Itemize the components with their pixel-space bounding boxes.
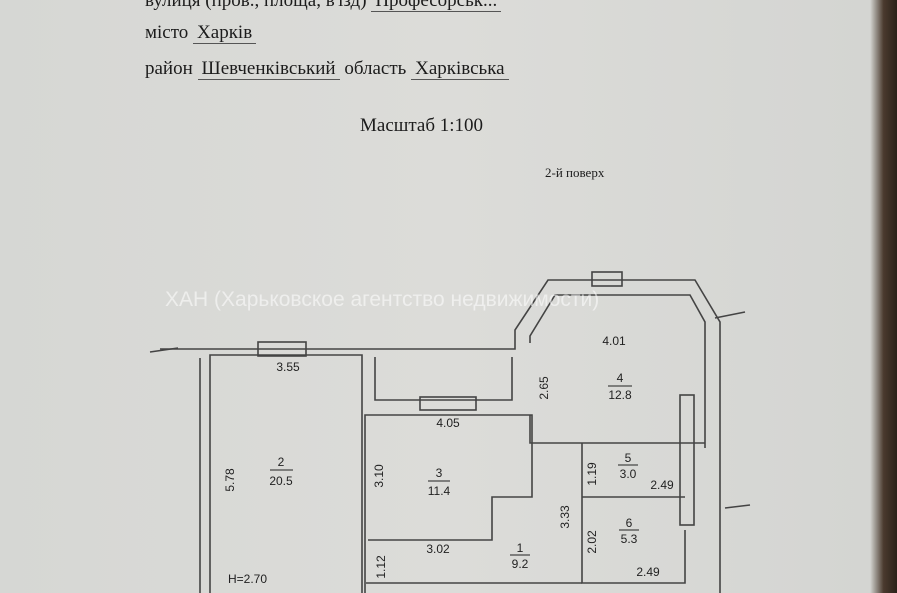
- region-value: Харківська: [411, 58, 509, 80]
- dim-r1-width: 3.02: [426, 542, 450, 556]
- dim-r1-small: 1.12: [374, 555, 388, 579]
- city-label: місто: [145, 22, 189, 43]
- room-4-area: 12.8: [608, 388, 632, 402]
- dim-r6-width: 2.49: [636, 565, 660, 579]
- floor-label: 2-й поверх: [545, 165, 605, 180]
- dim-r2-length: 5.78: [223, 468, 237, 492]
- room-5-area: 3.0: [620, 467, 637, 481]
- room-1-number: 1: [517, 541, 524, 555]
- street-label: вулиця (пров., площа, в'їзд): [145, 0, 367, 11]
- street-value: Професорськ...: [371, 0, 502, 12]
- dim-r3-length: 3.10: [372, 464, 386, 488]
- dim-r5-length: 1.19: [585, 462, 599, 486]
- dim-r5-width: 2.49: [650, 478, 674, 492]
- street-line: вулиця (пров., площа, в'їзд) Професорськ…: [145, 0, 502, 12]
- ceiling-height: H=2.70: [228, 572, 267, 586]
- room-2-number: 2: [278, 455, 285, 469]
- room-4: 4 12.8: [608, 371, 632, 402]
- room-3: 3 11.4: [428, 466, 451, 498]
- room-3-area: 11.4: [428, 484, 451, 498]
- dim-r2-width: 3.55: [276, 360, 300, 374]
- city-line: місто Харків: [145, 22, 257, 44]
- room-6: 6 5.3: [619, 516, 639, 546]
- district-label: район: [145, 58, 193, 79]
- walls: [149, 271, 751, 593]
- city-value: Харків: [193, 22, 257, 44]
- dim-r4-length: 2.65: [537, 376, 551, 400]
- room-2-area: 20.5: [269, 474, 293, 488]
- dimensions: 3.55 5.78 4.05 3.10 4.01 2.65 3.02 3.33 …: [223, 334, 674, 586]
- dim-r1-length: 3.33: [558, 505, 572, 529]
- room-5-number: 5: [625, 451, 632, 465]
- room-6-number: 6: [626, 516, 633, 530]
- region-label: область: [344, 58, 407, 79]
- district-value: Шевченківський: [197, 58, 340, 80]
- scale-label: Масштаб 1:100: [360, 115, 484, 136]
- room-5: 5 3.0: [618, 451, 638, 481]
- watermark: ХАН (Харьковское агентство недвижимости): [165, 288, 599, 311]
- room-6-area: 5.3: [621, 532, 638, 546]
- dim-r6-length: 2.02: [585, 530, 599, 554]
- room-1-area: 9.2: [512, 557, 529, 571]
- dim-r3-width: 4.05: [436, 416, 460, 430]
- room-3-number: 3: [436, 466, 443, 480]
- room-1: 1 9.2: [510, 541, 530, 571]
- room-2: 2 20.5: [269, 455, 293, 488]
- district-line: район Шевченківський область Харківська: [145, 58, 509, 80]
- room-4-number: 4: [617, 371, 624, 385]
- dim-r4-width: 4.01: [602, 334, 626, 348]
